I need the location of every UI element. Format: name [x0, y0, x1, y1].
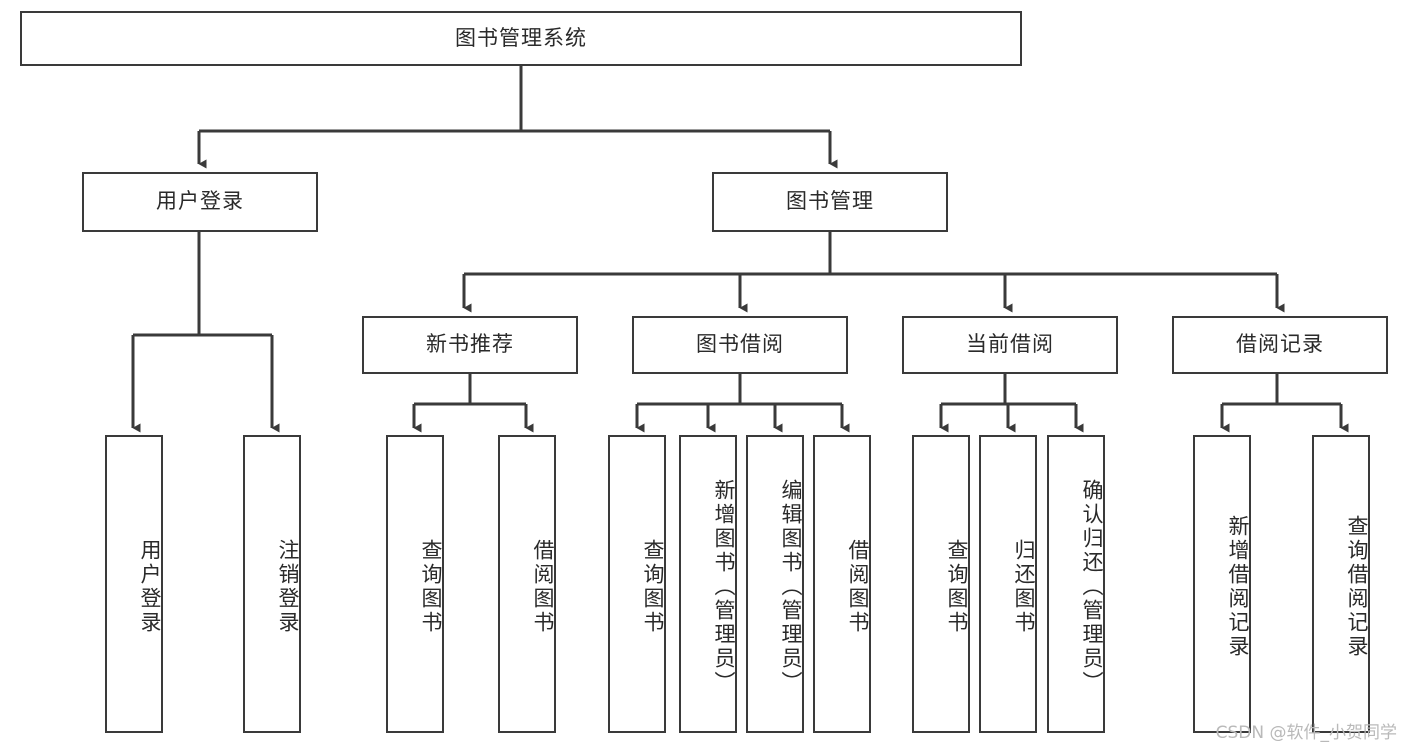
node-leaf-user-logout[interactable]: 注销登录 [243, 435, 301, 733]
leaf-label: 查询借阅记录 [1345, 515, 1369, 659]
leaf-label: 借阅图书 [531, 539, 555, 635]
leaf-label: 注销登录 [276, 539, 300, 635]
node-leaf-query-book-1[interactable]: 查询图书 [386, 435, 444, 733]
node-leaf-add-record[interactable]: 新增借阅记录 [1193, 435, 1251, 733]
node-root-system[interactable]: 图书管理系统 [20, 11, 1022, 66]
node-leaf-query-book-2[interactable]: 查询图书 [608, 435, 666, 733]
node-leaf-user-login[interactable]: 用户登录 [105, 435, 163, 733]
leaf-label: 编辑图书（管理员） [779, 479, 803, 695]
leaf-label: 借阅图书 [846, 539, 870, 635]
node-user-login[interactable]: 用户登录 [82, 172, 318, 232]
node-current-borrow[interactable]: 当前借阅 [902, 316, 1118, 374]
node-leaf-return-book[interactable]: 归还图书 [979, 435, 1037, 733]
node-leaf-edit-book[interactable]: 编辑图书（管理员） [746, 435, 804, 733]
node-leaf-add-book[interactable]: 新增图书（管理员） [679, 435, 737, 733]
node-leaf-borrow-book-1[interactable]: 借阅图书 [498, 435, 556, 733]
leaf-label: 确认归还（管理员） [1080, 479, 1104, 695]
node-borrow-record[interactable]: 借阅记录 [1172, 316, 1388, 374]
node-new-book-recommend[interactable]: 新书推荐 [362, 316, 578, 374]
node-book-borrow[interactable]: 图书借阅 [632, 316, 848, 374]
leaf-label: 查询图书 [641, 539, 665, 635]
leaf-label: 用户登录 [138, 539, 162, 635]
leaf-label: 查询图书 [945, 539, 969, 635]
leaf-label: 新增借阅记录 [1226, 515, 1250, 659]
node-leaf-borrow-book-2[interactable]: 借阅图书 [813, 435, 871, 733]
leaf-label: 归还图书 [1012, 539, 1036, 635]
node-leaf-query-book-3[interactable]: 查询图书 [912, 435, 970, 733]
node-book-management[interactable]: 图书管理 [712, 172, 948, 232]
node-leaf-query-record[interactable]: 查询借阅记录 [1312, 435, 1370, 733]
node-leaf-confirm-return[interactable]: 确认归还（管理员） [1047, 435, 1105, 733]
csdn-watermark: CSDN @软件_小贺同学 [1215, 723, 1397, 743]
leaf-label: 新增图书（管理员） [712, 479, 736, 695]
leaf-label: 查询图书 [419, 539, 443, 635]
